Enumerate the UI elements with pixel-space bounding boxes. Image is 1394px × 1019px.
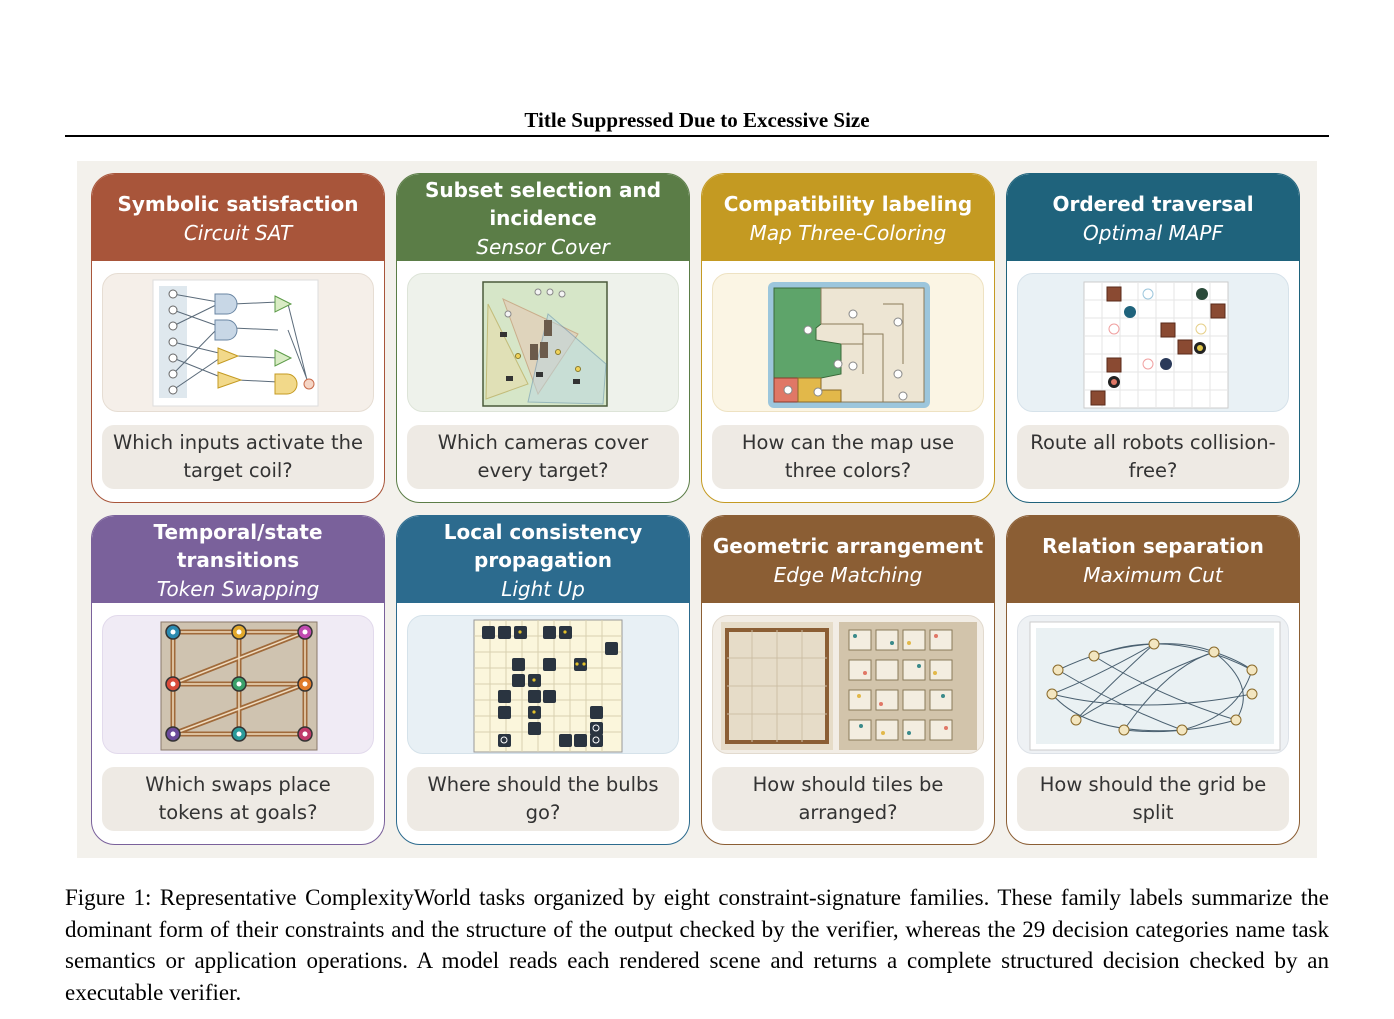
family-label: Symbolic satisfaction bbox=[117, 191, 359, 216]
question-text: How should the grid be split bbox=[1017, 767, 1289, 831]
task-label: Optimal MAPF bbox=[1083, 220, 1223, 245]
card-maximum-cut: Relation separation Maximum Cut bbox=[1006, 515, 1300, 845]
scene-mapf bbox=[1017, 273, 1289, 412]
task-label: Circuit SAT bbox=[183, 220, 293, 245]
scene-edge-matching bbox=[712, 615, 984, 754]
task-label: Token Swapping bbox=[156, 576, 320, 601]
card-sensor-cover: Subset selection and incidence Sensor Co… bbox=[396, 173, 690, 503]
family-label: Geometric arrangement bbox=[712, 533, 984, 558]
task-label: Map Three-Coloring bbox=[749, 220, 947, 245]
card-circuit-sat: Symbolic satisfaction Circuit SAT bbox=[91, 173, 385, 503]
question-text: Which inputs activate the target coil? bbox=[102, 425, 374, 489]
family-label: Subset selection and incidence bbox=[424, 177, 662, 230]
header-rule bbox=[65, 135, 1329, 137]
card-header: Ordered traversal Optimal MAPF bbox=[1007, 174, 1299, 261]
figure-panel: Symbolic satisfaction Circuit SAT bbox=[77, 161, 1317, 858]
card-header: Relation separation Maximum Cut bbox=[1007, 516, 1299, 603]
family-label: Compatibility labeling bbox=[723, 191, 973, 216]
card-edge-matching: Geometric arrangement Edge Matching bbox=[701, 515, 995, 845]
card-map-three-coloring: Compatibility labeling Map Three-Colorin… bbox=[701, 173, 995, 503]
task-label: Sensor Cover bbox=[476, 234, 610, 259]
card-token-swapping: Temporal/state transitions Token Swappin… bbox=[91, 515, 385, 845]
scene-light-up bbox=[407, 615, 679, 754]
card-header: Local consistency propagation Light Up bbox=[397, 516, 689, 603]
card-header: Subset selection and incidence Sensor Co… bbox=[397, 174, 689, 261]
question-text: How can the map use three colors? bbox=[712, 425, 984, 489]
task-label: Edge Matching bbox=[773, 562, 923, 587]
running-title: Title Suppressed Due to Excessive Size bbox=[524, 108, 870, 132]
card-header: Temporal/state transitions Token Swappin… bbox=[92, 516, 384, 603]
question-text: Which swaps place tokens at goals? bbox=[102, 767, 374, 831]
question-text: Where should the bulbs go? bbox=[407, 767, 679, 831]
scene-map-coloring bbox=[712, 273, 984, 412]
task-label: Light Up bbox=[501, 576, 585, 601]
card-header: Compatibility labeling Map Three-Colorin… bbox=[702, 174, 994, 261]
family-label: Local consistency propagation bbox=[443, 519, 643, 572]
question-text: Which cameras cover every target? bbox=[407, 425, 679, 489]
figure-caption: Figure 1: Representative ComplexityWorld… bbox=[65, 885, 1329, 1005]
scene-circuit-sat bbox=[102, 273, 374, 412]
family-label: Temporal/state transitions bbox=[153, 519, 323, 572]
family-label: Ordered traversal bbox=[1052, 191, 1254, 216]
scene-sensor-cover bbox=[407, 273, 679, 412]
card-header: Symbolic satisfaction Circuit SAT bbox=[92, 174, 384, 261]
question-text: Route all robots collision-free? bbox=[1017, 425, 1289, 489]
family-label: Relation separation bbox=[1042, 533, 1264, 558]
question-text: How should tiles be arranged? bbox=[712, 767, 984, 831]
card-header: Geometric arrangement Edge Matching bbox=[702, 516, 994, 603]
scene-token-swapping bbox=[102, 615, 374, 754]
card-light-up: Local consistency propagation Light Up bbox=[396, 515, 690, 845]
scene-maximum-cut bbox=[1017, 615, 1289, 754]
task-label: Maximum Cut bbox=[1083, 562, 1223, 587]
card-optimal-mapf: Ordered traversal Optimal MAPF bbox=[1006, 173, 1300, 503]
